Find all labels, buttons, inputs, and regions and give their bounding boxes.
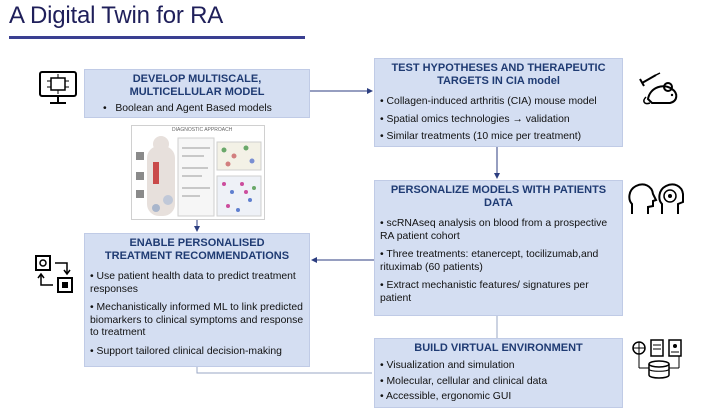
list-item: • Use patient health data to predict tre… bbox=[90, 271, 296, 295]
list-item: • Mechanistically informed ML to link pr… bbox=[90, 302, 304, 338]
list-item: • Support tailored clinical decision-mak… bbox=[90, 345, 282, 357]
list-item: • Visualization and simulation bbox=[380, 360, 515, 371]
diagram-illustration bbox=[136, 136, 262, 217]
personalize-title: PERSONALIZE MODELS WITH PATIENTS DATA bbox=[390, 184, 607, 209]
build-environment-box: BUILD VIRTUAL ENVIRONMENT • Visualizatio… bbox=[374, 338, 623, 408]
personalize-bullets: • scRNAseq analysis on blood from a pros… bbox=[380, 218, 620, 305]
enable-bullets: • Use patient health data to predict tre… bbox=[90, 271, 308, 358]
list-item: • Similar treatments (10 mice per treatm… bbox=[380, 131, 582, 142]
build-title: BUILD VIRTUAL ENVIRONMENT bbox=[414, 342, 583, 354]
head-brain-icon bbox=[626, 182, 684, 218]
enable-title: ENABLE PERSONALISED TREATMENT RECOMMENDA… bbox=[104, 237, 290, 262]
test-bullets: • Collagen-induced arthritis (CIA) mouse… bbox=[380, 96, 597, 144]
develop-model-box: DEVELOP MULTISCALE, MULTICELLULAR MODEL … bbox=[84, 69, 310, 118]
list-item: • scRNAseq analysis on blood from a pros… bbox=[380, 218, 608, 242]
build-bullets: • Visualization and simulation • Molecul… bbox=[380, 360, 547, 404]
cycle-chip-icon bbox=[33, 253, 75, 295]
list-item: • Molecular, cellular and clinical data bbox=[380, 375, 548, 387]
diagnostic-diagram-image: DIAGNOSTIC APPROACH bbox=[131, 125, 265, 220]
list-item: • Collagen-induced arthritis (CIA) mouse… bbox=[380, 96, 597, 107]
list-item: • Accessible, ergonomic GUI bbox=[380, 391, 512, 402]
personalize-models-box: PERSONALIZE MODELS WITH PATIENTS DATA • … bbox=[374, 180, 623, 316]
list-item: • Extract mechanistic features/ signatur… bbox=[380, 280, 589, 304]
computer-chip-icon bbox=[38, 68, 78, 108]
test-title: TEST HYPOTHESES AND THERAPEUTIC TARGETS … bbox=[391, 62, 606, 87]
slide-title: A Digital Twin for RA bbox=[9, 2, 224, 29]
list-item: • Three treatments: etanercept, tocilizu… bbox=[380, 249, 599, 273]
enable-recommendations-box: ENABLE PERSONALISED TREATMENT RECOMMENDA… bbox=[84, 233, 310, 367]
diagram-label: DIAGNOSTIC APPROACH bbox=[172, 127, 233, 133]
develop-title: DEVELOP MULTISCALE, MULTICELLULAR MODEL bbox=[129, 73, 265, 98]
data-database-icon bbox=[631, 338, 687, 380]
list-item: • Spatial omics technologies → validatio… bbox=[380, 113, 570, 125]
develop-bullet: • Boolean and Agent Based models bbox=[103, 103, 272, 114]
title-underline bbox=[9, 36, 305, 39]
mouse-syringe-icon bbox=[638, 71, 684, 109]
connector-enable-to-build bbox=[196, 367, 372, 374]
test-hypotheses-box: TEST HYPOTHESES AND THERAPEUTIC TARGETS … bbox=[374, 58, 623, 147]
